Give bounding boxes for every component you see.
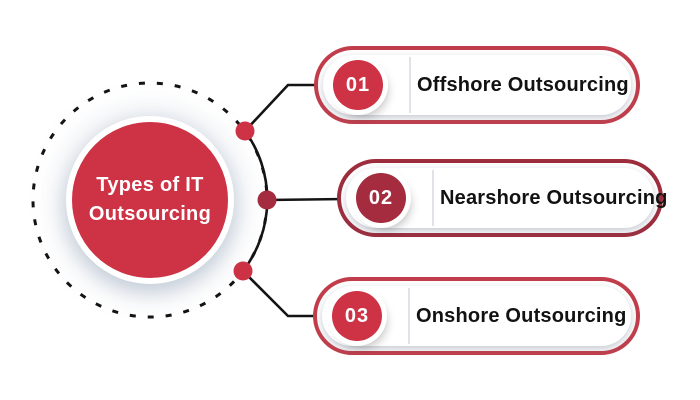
item-card-onshore: 03 Onshore Outsourcing	[313, 277, 640, 355]
item-label: Nearshore Outsourcing	[440, 186, 668, 209]
item-card-nearshore: 02 Nearshore Outsourcing	[337, 159, 667, 237]
item-card-inner: 01 Offshore Outsourcing	[323, 55, 631, 115]
connector-dot-1	[235, 121, 255, 141]
center-node: Types of IT Outsourcing	[66, 116, 234, 284]
item-card-inner: 03 Onshore Outsourcing	[322, 286, 631, 346]
connector-dot-2	[257, 190, 277, 210]
divider	[432, 170, 434, 226]
center-title-line2: Outsourcing	[88, 203, 212, 225]
item-card-inner: 02 Nearshore Outsourcing	[346, 168, 667, 228]
connector-line-1	[244, 83, 321, 132]
item-label: Offshore Outsourcing	[417, 73, 629, 96]
connector-line-3	[242, 270, 320, 318]
item-card-offshore: 01 Offshore Outsourcing	[314, 46, 640, 124]
center-title-line1: Types of IT	[96, 174, 204, 196]
item-number-badge: 01	[333, 60, 383, 110]
connector-dot-3	[233, 261, 253, 281]
divider	[408, 288, 410, 344]
item-label: Onshore Outsourcing	[416, 304, 627, 327]
connector-line-2	[266, 197, 347, 202]
item-number-badge: 02	[356, 173, 406, 223]
divider	[409, 57, 411, 113]
item-number-badge: 03	[332, 291, 382, 341]
center-title: Types of IT Outsourcing	[89, 171, 211, 229]
